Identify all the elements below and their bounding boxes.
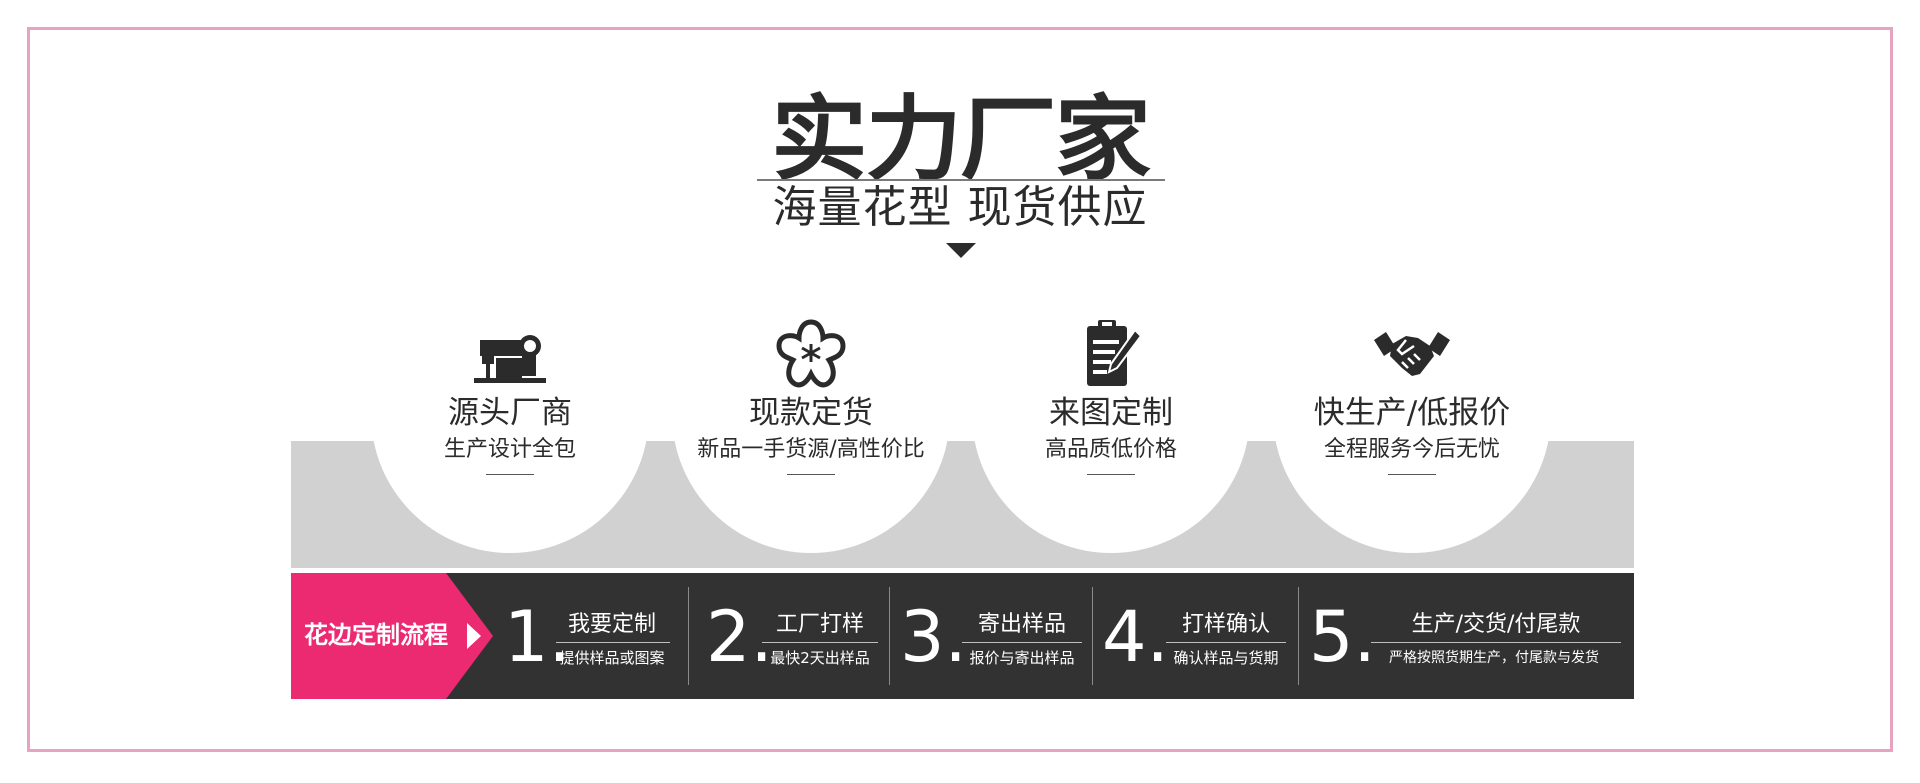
step-number: 5. [1309, 596, 1376, 678]
hero-subtitle: 海量花型 现货供应 [772, 182, 1148, 233]
step-desc: 严格按照货期生产，付尾款与发货 [1389, 650, 1599, 666]
feature-title: 来图定制 [1049, 395, 1173, 431]
step-underline [1371, 642, 1621, 643]
feature-desc: 新品一手货源/高性价比 [697, 437, 925, 462]
feature-item: 快生产/低报价 全程服务今后无忧 [1247, 318, 1577, 475]
feature-rule [1087, 474, 1135, 475]
step-number: 4. [1102, 596, 1169, 678]
step-title: 打样确认 [1181, 612, 1270, 637]
step-desc: 确认样品与货期 [1173, 649, 1279, 667]
feature-item: 源头厂商 生产设计全包 [345, 318, 675, 475]
step-divider [1298, 587, 1299, 685]
step-number: 2. [706, 596, 773, 678]
handshake-icon [1374, 332, 1450, 376]
process-step: 2. 工厂打样 最快2天出样品 [706, 573, 896, 699]
step-title: 寄出样品 [977, 612, 1066, 637]
down-arrow-icon [946, 243, 976, 258]
step-divider [688, 587, 689, 685]
process-step: 4. 打样确认 确认样品与货期 [1102, 573, 1302, 699]
step-number: 1. [504, 596, 571, 678]
step-underline [762, 642, 878, 643]
hero-title: 实力厂家 [770, 86, 1151, 193]
process-step: 5. 生产/交货/付尾款 严格按照货期生产，付尾款与发货 [1309, 573, 1629, 699]
step-desc: 提供样品或图案 [559, 649, 665, 667]
step-title: 我要定制 [567, 612, 656, 637]
step-divider [889, 587, 890, 685]
feature-desc: 全程服务今后无忧 [1323, 437, 1500, 462]
flower-icon [776, 319, 846, 388]
process-label: 花边定制流程 [291, 573, 493, 699]
step-underline [1166, 642, 1286, 643]
clipboard-icon [1087, 320, 1143, 386]
step-desc: 最快2天出样品 [770, 649, 870, 667]
process-step: 1. 我要定制 提供样品或图案 [504, 573, 684, 699]
process-step: 3. 寄出样品 报价与寄出样品 [900, 573, 1095, 699]
feature-desc: 高品质低价格 [1044, 437, 1177, 462]
feature-title: 现款定货 [749, 395, 873, 431]
step-number: 3. [900, 596, 967, 678]
sewing-machine-icon [474, 335, 546, 383]
step-desc: 报价与寄出样品 [969, 649, 1075, 667]
step-underline [556, 642, 670, 643]
step-underline [962, 642, 1082, 643]
process-label-text: 花边定制流程 [304, 621, 448, 649]
step-title: 工厂打样 [775, 612, 864, 637]
feature-circle [371, 275, 649, 553]
play-arrow-icon [467, 623, 481, 649]
feature-rule [787, 474, 835, 475]
process-bar: 花边定制流程 1. 我要定制 提供样品或图案 2. 工厂打样 最快2天出样品 3… [291, 573, 1634, 699]
step-divider [1092, 587, 1093, 685]
feature-title: 源头厂商 [448, 395, 572, 431]
step-title: 生产/交货/付尾款 [1411, 612, 1581, 637]
feature-circle [1273, 275, 1551, 553]
feature-item: 现款定货 新品一手货源/高性价比 [646, 318, 976, 475]
hero-divider [757, 179, 1165, 181]
feature-title: 快生产/低报价 [1313, 395, 1511, 431]
feature-rule [1388, 474, 1436, 475]
feature-item: 来图定制 高品质低价格 [946, 318, 1276, 475]
feature-rule [486, 474, 534, 475]
feature-desc: 生产设计全包 [443, 437, 576, 462]
